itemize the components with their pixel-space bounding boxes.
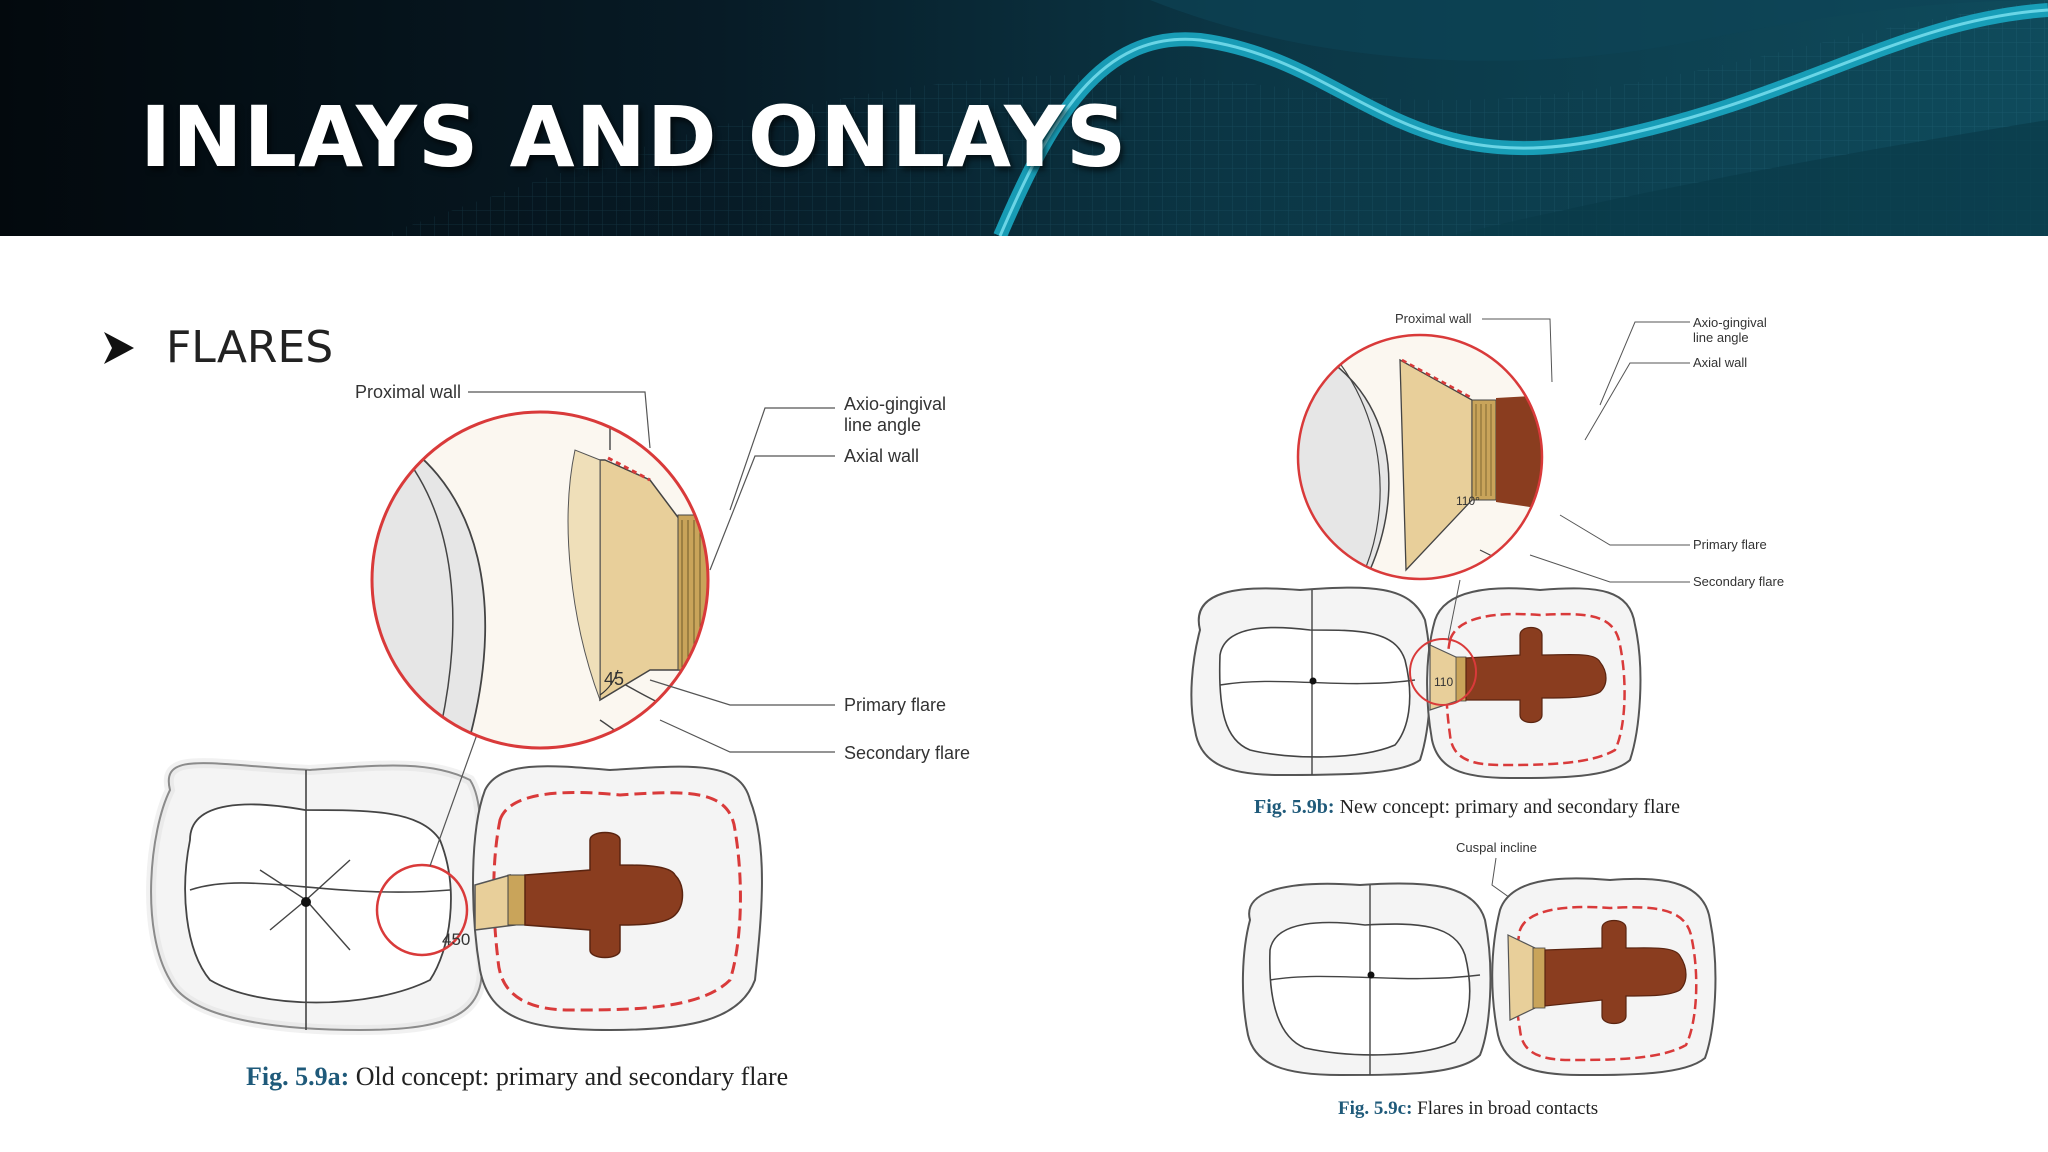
figure-5-9c: Cuspal incline Fig. 5.9c: Flares in broa… — [1241, 840, 1717, 1119]
slide-title: INLAYS AND ONLAYS — [140, 88, 1128, 186]
caption-text: Flares in broad contacts — [1412, 1098, 1598, 1119]
label-primary-flare: Primary flare — [1693, 537, 1767, 552]
molar-right-prepared-illustration — [472, 765, 763, 1032]
label-cuspal-incline: Cuspal incline — [1456, 840, 1537, 855]
label-primary-flare: Primary flare — [844, 695, 946, 715]
molar-left-illustration — [146, 758, 487, 1036]
zoom-circle-detail: 110° — [1296, 333, 1544, 581]
molar-left-illustration — [1190, 586, 1432, 777]
label-proximal-wall: Proximal wall — [1395, 311, 1472, 326]
caption-fig-5-9b: Fig. 5.9b: New concept: primary and seco… — [1254, 796, 1680, 818]
angle-label-450: 450 — [442, 930, 470, 949]
label-secondary-flare: Secondary flare — [1693, 574, 1784, 589]
label-axial-wall: Axial wall — [844, 446, 919, 466]
label-secondary-flare: Secondary flare — [844, 743, 970, 763]
label-axio-gingival-line: Axio-gingival — [1693, 315, 1767, 330]
zoom-source-circle — [375, 863, 469, 957]
caption-fig-5-9c: Fig. 5.9c: Flares in broad contacts — [1338, 1098, 1598, 1119]
zoom-circle-detail: 45 — [370, 410, 710, 750]
header-banner: INLAYS AND ONLAYS — [0, 0, 2048, 236]
caption-text: New concept: primary and secondary flare — [1335, 796, 1681, 818]
caption-fig-5-9a: Fig. 5.9a: Old concept: primary and seco… — [246, 1062, 788, 1091]
caption-text: Old concept: primary and secondary flare — [349, 1062, 788, 1091]
arrowhead-bullet-icon — [104, 331, 134, 364]
figure-5-9a: 45 450 Proximal wall Axio-gingival line … — [146, 382, 970, 1091]
label-line-angle: line angle — [844, 415, 921, 435]
molar-right-prepared-illustration — [1491, 877, 1717, 1077]
molar-left-illustration — [1241, 882, 1492, 1077]
label-axio-gingival-line: Axio-gingival — [844, 394, 946, 414]
caption-number: Fig. 5.9b: — [1254, 796, 1335, 818]
label-axial-wall: Axial wall — [1693, 355, 1747, 370]
leader-lines — [468, 391, 835, 753]
label-line-angle: line angle — [1693, 330, 1749, 345]
leader-lines — [1482, 318, 1690, 583]
bullet-text: FLARES — [166, 322, 334, 373]
angle-label-110: 110 — [1434, 675, 1453, 689]
molar-right-prepared-illustration — [1426, 587, 1642, 780]
decorative-wave-background — [380, 0, 2048, 236]
caption-number: Fig. 5.9c: — [1338, 1098, 1412, 1119]
bullet-item: FLARES — [102, 322, 333, 373]
angle-label-110-zoom: 110° — [1456, 494, 1480, 508]
label-proximal-wall: Proximal wall — [355, 382, 461, 402]
figure-5-9b: 110 110° Proximal wall Axio-gingival lin… — [1190, 311, 1784, 818]
caption-number: Fig. 5.9a: — [246, 1062, 349, 1091]
